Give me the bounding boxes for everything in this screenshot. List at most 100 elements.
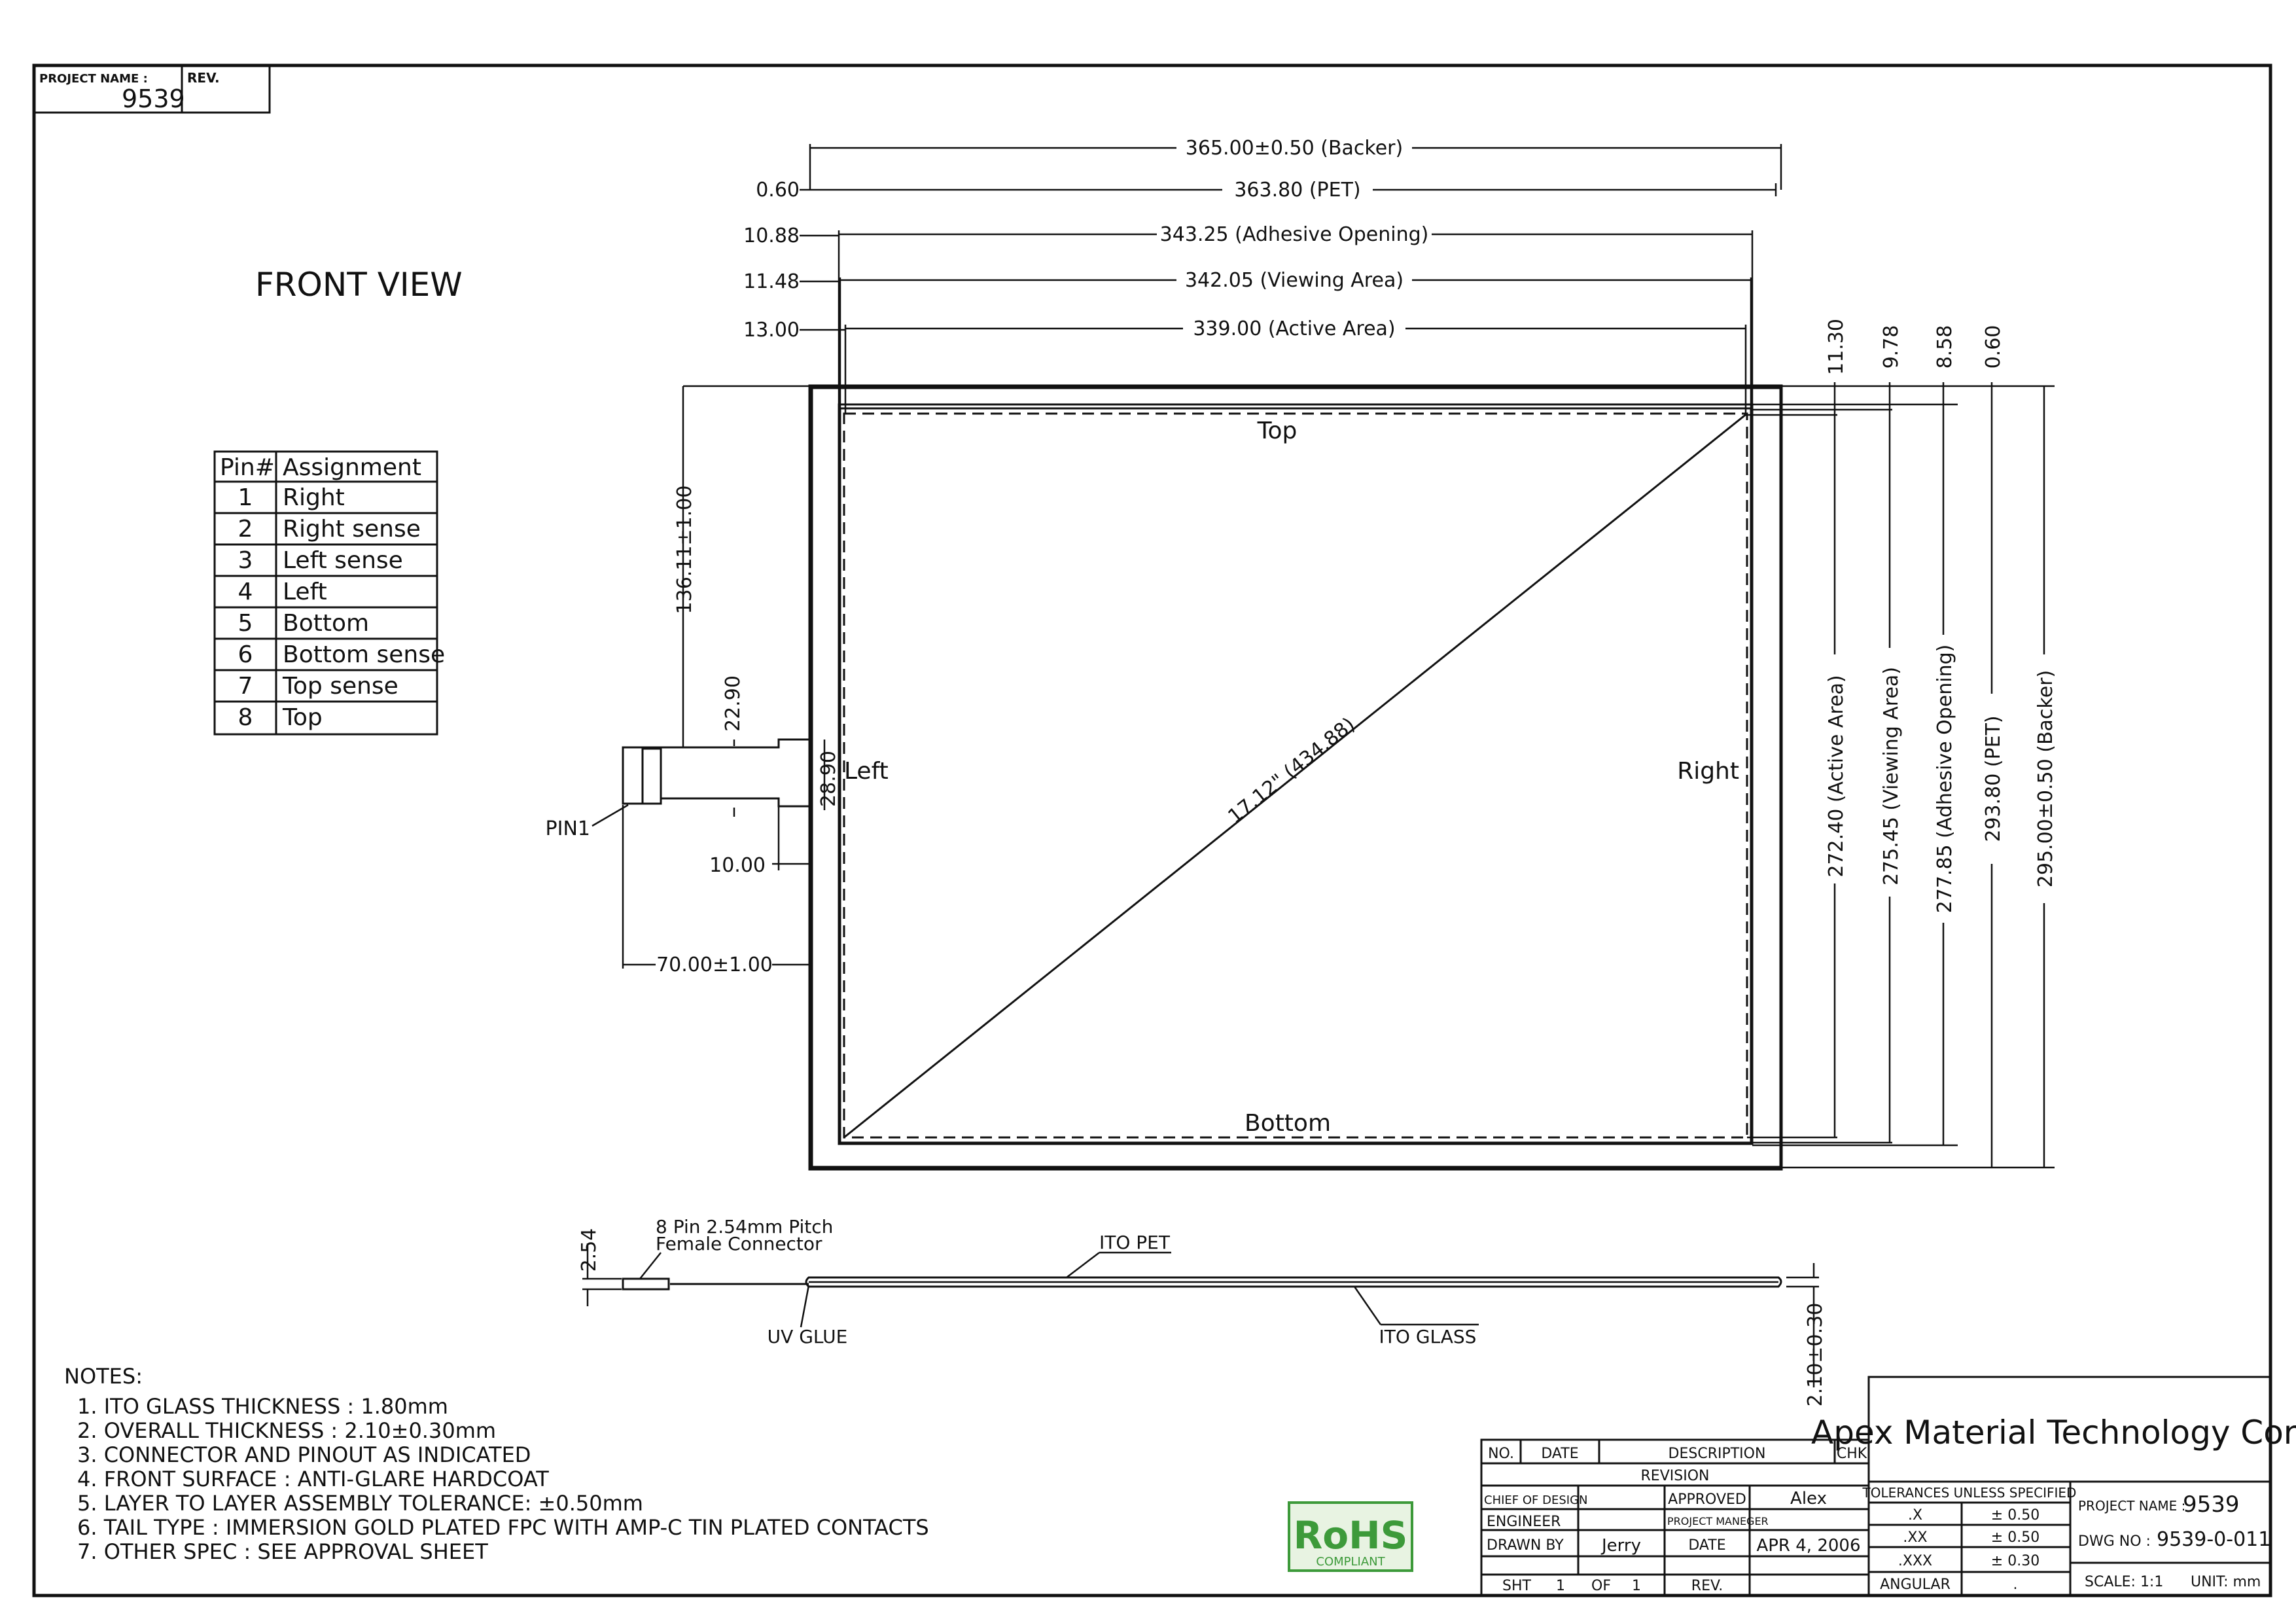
note-item: 3. CONNECTOR AND PINOUT AS INDICATED [77, 1442, 531, 1467]
ito-pet-label: ITO PET [1099, 1232, 1171, 1253]
chief-of-design-label: CHIEF OF DESIGN [1484, 1493, 1587, 1507]
date-label: DATE [1688, 1537, 1725, 1554]
ito-glass-label: ITO GLASS [1379, 1326, 1477, 1347]
pin-table-header-assignment: Assignment [283, 454, 421, 481]
dim-left-offset: 0.60 [756, 179, 800, 202]
dim-total-thickness: 2.10±0.30 [1804, 1303, 1827, 1407]
pin-number: 7 [238, 673, 253, 700]
rev-header: NO. [1488, 1446, 1514, 1462]
dim-viewing-height: 275.45 (Viewing Area) [1880, 667, 1903, 885]
dim-adhesive-height: 277.85 (Adhesive Opening) [1934, 645, 1956, 914]
pin-assignment: Top sense [282, 673, 398, 700]
dim-pet-width: 363.80 (PET) [1234, 179, 1360, 202]
dim-top-offset: 0.60 [1982, 325, 2005, 369]
dim-tail-neck: 28.90 [817, 751, 840, 807]
note-item: 1. ITO GLASS THICKNESS : 1.80mm [77, 1394, 448, 1419]
pin-number: 5 [238, 610, 253, 637]
pin-assignment: Bottom [283, 610, 369, 637]
panel-label-bottom: Bottom [1245, 1110, 1331, 1137]
scale-label: SCALE: 1:1 [2085, 1574, 2163, 1590]
project-name-value: 9539 [122, 84, 185, 113]
unit-label: UNIT: mm [2191, 1574, 2261, 1590]
dim-backer-height: 295.00±0.50 (Backer) [2034, 670, 2057, 887]
approved-by: Alex [1790, 1489, 1827, 1508]
note-item: 4. FRONT SURFACE : ANTI-GLARE HARDCOAT [77, 1467, 549, 1491]
pin-assignment: Right [283, 484, 345, 511]
dwg-no-label: DWG NO : [2078, 1533, 2151, 1550]
rohs-logo-text: RoHS [1294, 1513, 1408, 1558]
pin-number: 1 [238, 484, 253, 511]
project-manager-label: PROJECT MANEGER [1667, 1515, 1769, 1527]
pin-number: 2 [238, 516, 253, 543]
rev-label: REV. [187, 70, 220, 86]
right-dimensions: 272.40 (Active Area) 275.45 (Viewing Are… [1747, 319, 2057, 1169]
approved-label: APPROVED [1668, 1491, 1746, 1508]
title-block: Apex Material Technology Corp. TOLERANCE… [1811, 1376, 2296, 1597]
dim-active-height: 272.40 (Active Area) [1825, 675, 1848, 877]
panel-label-right: Right [1677, 758, 1739, 785]
sht-label: SHT [1502, 1578, 1532, 1594]
pin-assignment: Bottom sense [283, 641, 445, 668]
of-value: 1 [1632, 1578, 1641, 1594]
dim-tail-position: 136.11±1.00 [673, 486, 696, 615]
top-dimensions: 365.00±0.50 (Backer) 363.80 (PET) 343.25… [743, 137, 1782, 414]
panel-label-left: Left [844, 758, 889, 785]
project-name-label: PROJECT NAME : [39, 72, 148, 86]
panel-outlines [808, 384, 1783, 1171]
view-title: FRONT VIEW [255, 266, 463, 304]
adhesive-opening-outline [838, 403, 1754, 1145]
dim-tail-length: 70.00±1.00 [656, 954, 773, 976]
company-name: Apex Material Technology Corp. [1811, 1414, 2296, 1452]
viewing-area-outline [839, 407, 1752, 1144]
connector-label-line2: Female Connector [656, 1233, 822, 1255]
dim-top-offset: 8.58 [1934, 325, 1956, 369]
pin-assignment: Top [282, 704, 323, 731]
rohs-sub-text: COMPLIANT [1316, 1555, 1385, 1569]
panel-label-top: Top [1257, 418, 1298, 444]
diagonal-dimension: 17.12" (434.88) [1224, 713, 1359, 829]
rev-header: DATE [1541, 1446, 1578, 1462]
revision-block: NO. DATE DESCRIPTION CHK REVISION CHIEF … [1480, 1438, 1870, 1597]
pin-number: 6 [238, 641, 253, 668]
pin-table: Pin# Assignment 1 Right 2 Right sense 3 … [213, 450, 445, 736]
dim-adhesive-width: 343.25 (Adhesive Opening) [1160, 223, 1429, 246]
fpc-tail: 136.11±1.00 22.90 28.90 10.00 70.00±1.00… [546, 385, 840, 976]
dim-tail-width: 22.90 [722, 675, 745, 732]
dim-top-offset: 11.30 [1825, 319, 1848, 375]
dim-backer-width: 365.00±0.50 (Backer) [1186, 137, 1403, 160]
date-value: APR 4, 2006 [1756, 1536, 1860, 1556]
sheet-border [32, 63, 2272, 1597]
note-item: 7. OTHER SPEC : SEE APPROVAL SHEET [77, 1539, 488, 1564]
rohs-logo: RoHS COMPLIANT [1288, 1501, 1413, 1572]
note-item: 2. OVERALL THICKNESS : 2.10±0.30mm [77, 1418, 496, 1443]
dwg-no-value: 9539-0-011 [2157, 1528, 2270, 1551]
pin-table-header-pin: Pin# [220, 454, 275, 481]
note-item: 5. LAYER TO LAYER ASSEMBLY TOLERANCE: ±0… [77, 1491, 643, 1516]
dim-left-offset: 13.00 [743, 319, 800, 342]
pin-assignment: Right sense [283, 516, 421, 543]
revision-label: REVISION [1641, 1468, 1710, 1484]
rev-header: DESCRIPTION [1669, 1446, 1766, 1462]
drawn-by-label: DRAWN BY [1487, 1537, 1564, 1554]
pin-assignment: Left [283, 579, 327, 605]
panel-diagonal [843, 412, 1748, 1139]
dim-tail-offset: 10.00 [709, 854, 766, 877]
rev-label: REV. [1691, 1578, 1723, 1594]
project-box: PROJECT NAME : 9539 REV. [33, 64, 271, 114]
tolerance-value: ± 0.30 [1991, 1553, 2040, 1569]
tolerance-key: ANGULAR [1880, 1577, 1951, 1593]
tolerances-label: TOLERANCES UNLESS SPECIFIED [1862, 1485, 2077, 1501]
note-item: 6. TAIL TYPE : IMMERSION GOLD PLATED FPC… [77, 1515, 929, 1540]
dim-active-width: 339.00 (Active Area) [1193, 317, 1395, 340]
tb-project-name: 9539 [2183, 1491, 2240, 1518]
uv-glue-label: UV GLUE [768, 1326, 848, 1347]
tolerance-key: .X [1908, 1507, 1922, 1524]
tolerance-key: .XXX [1898, 1553, 1932, 1569]
drawn-by-value: Jerry [1600, 1536, 1641, 1556]
dim-left-offset: 11.48 [743, 270, 800, 293]
dim-pet-height: 293.80 (PET) [1982, 715, 2005, 842]
dim-top-offset: 9.78 [1880, 325, 1903, 369]
sht-value: 1 [1556, 1578, 1565, 1594]
tolerance-value: ± 0.50 [1991, 1529, 2040, 1546]
